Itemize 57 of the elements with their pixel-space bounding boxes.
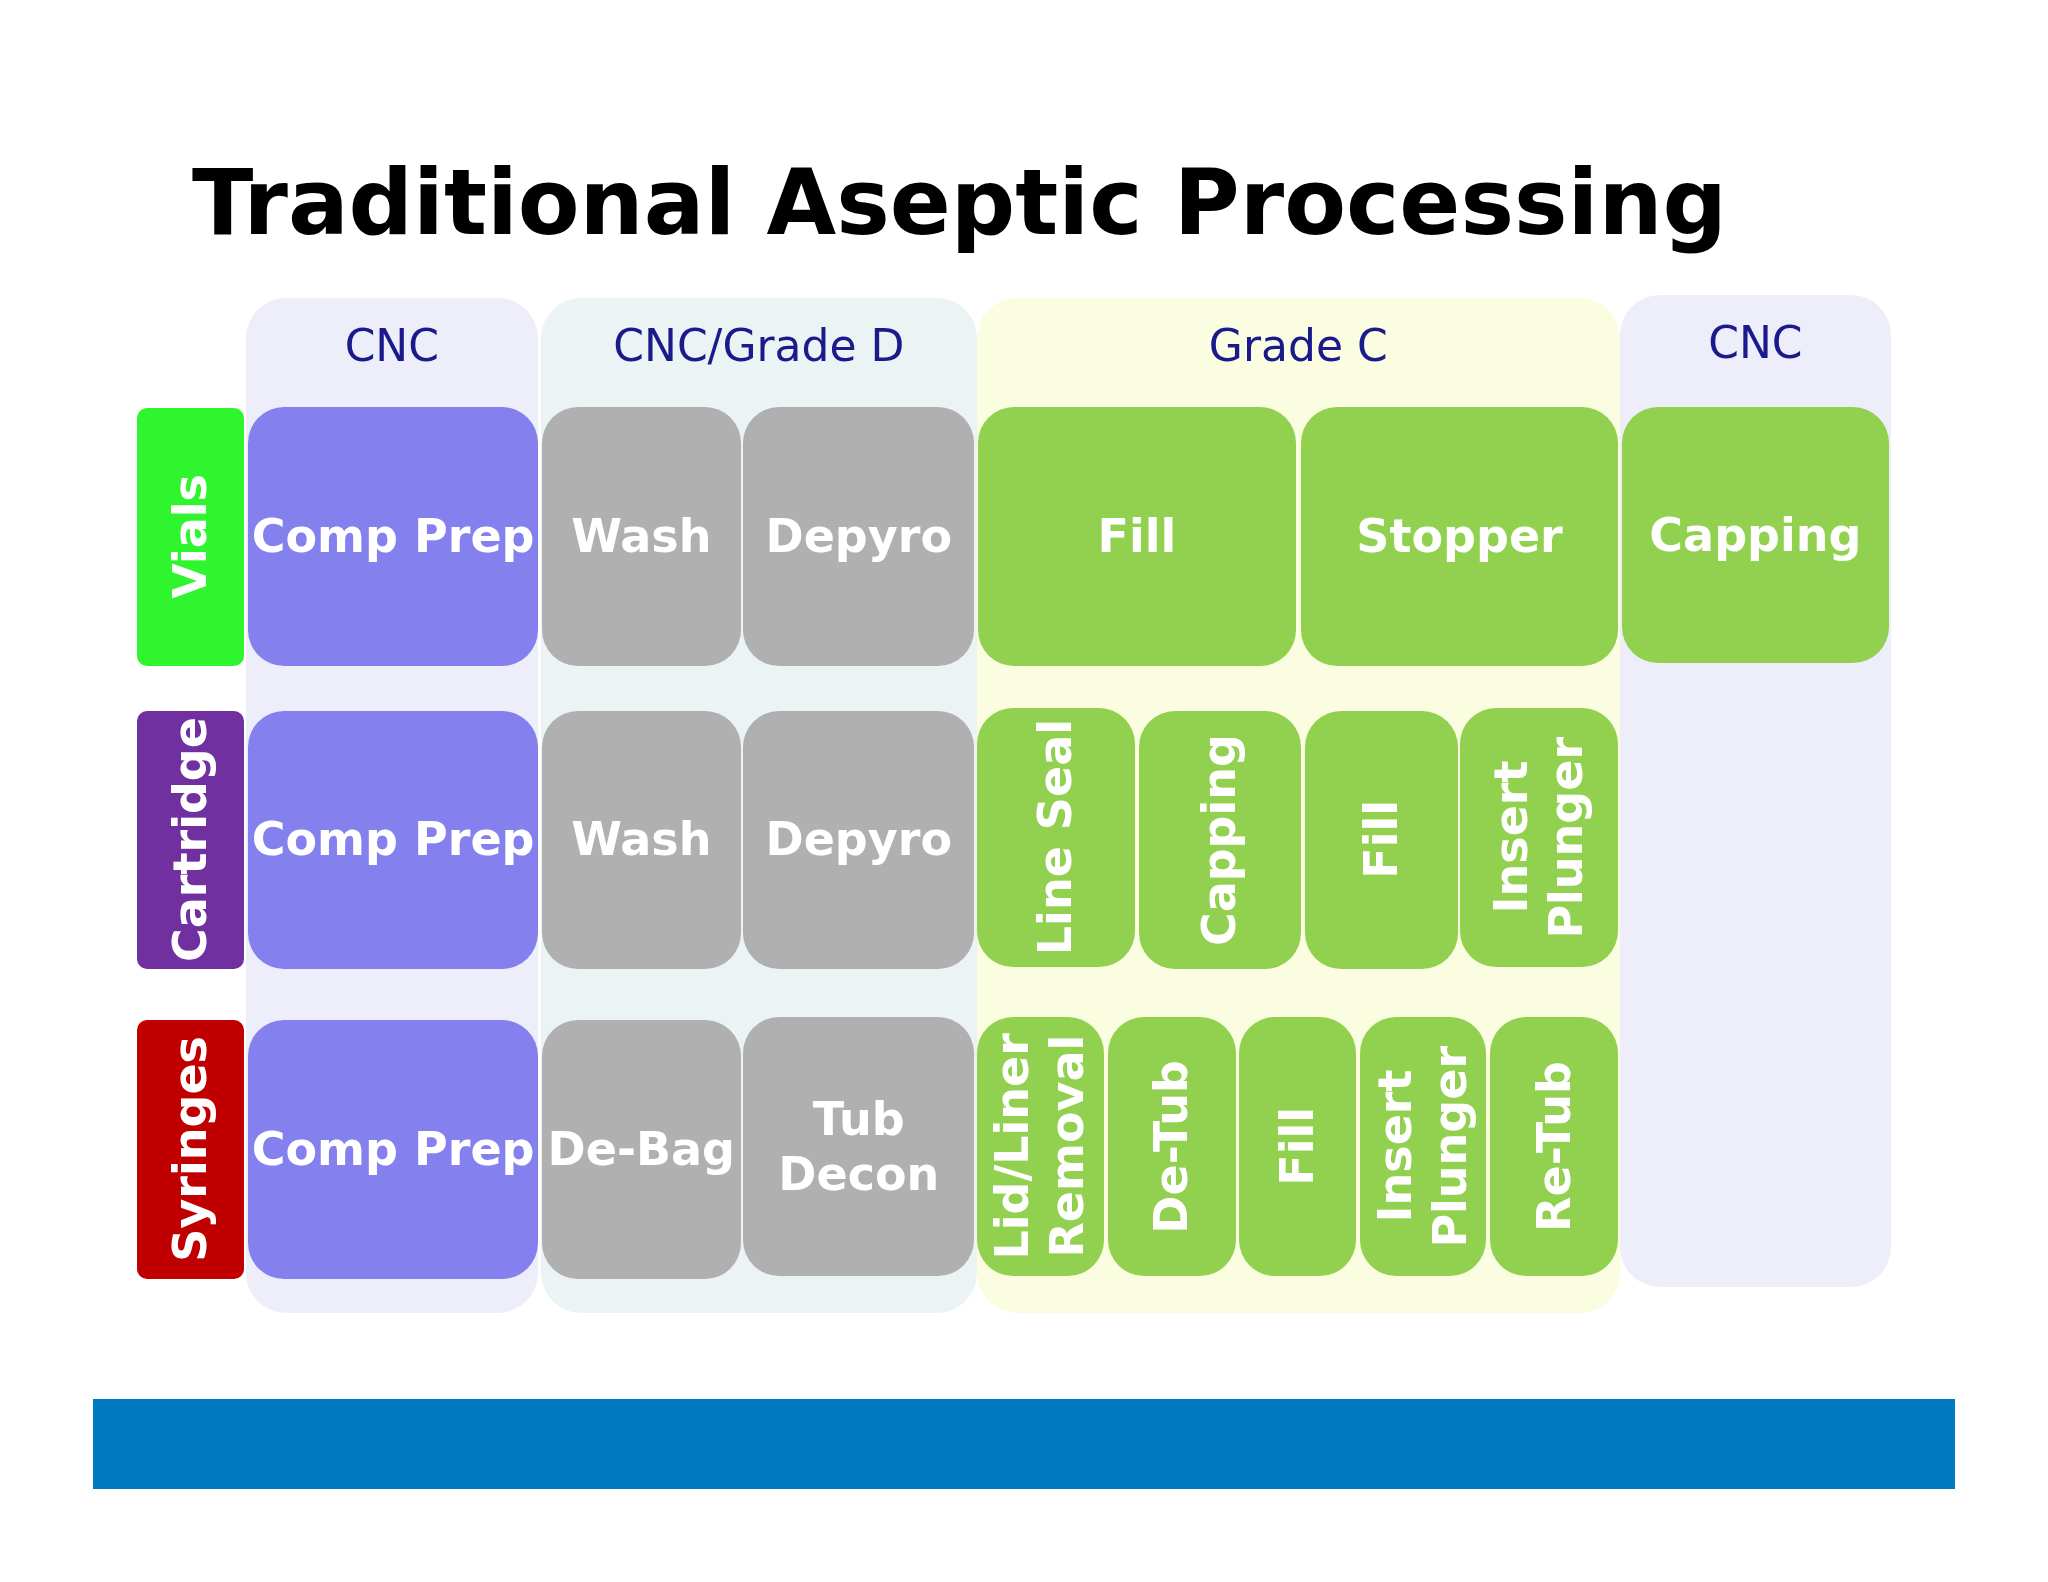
process-box xyxy=(1622,407,1889,664)
step-label: Tub Decon xyxy=(777,1091,941,1202)
process-box xyxy=(976,707,1135,967)
process-box xyxy=(743,407,975,667)
step-label: Capping xyxy=(1649,507,1862,564)
zone-heading: Grade C xyxy=(1207,319,1389,371)
step-label: Insert Plunger xyxy=(1484,735,1595,941)
process-box xyxy=(1107,1017,1236,1277)
process-box xyxy=(1300,407,1619,667)
step-label: Wash xyxy=(571,812,712,868)
row-label xyxy=(137,407,245,667)
process-box xyxy=(1304,710,1458,970)
process-box xyxy=(1239,1017,1356,1277)
step-label: Re-Tub xyxy=(1526,1061,1582,1233)
step-label: De-Tub xyxy=(1144,1059,1199,1234)
step-label: Depyro xyxy=(765,509,953,565)
row-label-text: Vials xyxy=(163,474,219,600)
step-label: De-Bag xyxy=(547,1121,736,1177)
step-label: Lid/Liner Removal xyxy=(985,1032,1096,1263)
row-label-text: Cartridge xyxy=(163,717,219,963)
process-box xyxy=(248,1020,539,1279)
process-box xyxy=(542,1020,741,1279)
step-label: Fill xyxy=(1353,800,1409,880)
process-box xyxy=(1490,1017,1619,1277)
process-box xyxy=(1359,1017,1487,1277)
zone-panel xyxy=(1619,295,1892,1287)
process-box xyxy=(1138,710,1301,970)
process-box xyxy=(976,1017,1104,1277)
step-label: Insert Plunger xyxy=(1367,1044,1478,1250)
step-label: Line Seal xyxy=(1028,719,1084,956)
process-box xyxy=(542,710,741,970)
zone-heading: CNC xyxy=(343,319,440,371)
process-box xyxy=(1460,707,1619,967)
zone-panel xyxy=(540,297,977,1313)
step-label: Comp Prep xyxy=(251,1121,535,1177)
zone-heading: CNC/Grade D xyxy=(612,319,906,371)
step-label: Stopper xyxy=(1356,509,1563,565)
process-box xyxy=(743,1017,975,1277)
zone-panel xyxy=(245,297,539,1313)
step-label: Comp Prep xyxy=(251,812,535,868)
process-box xyxy=(542,407,741,667)
step-label: Fill xyxy=(1097,509,1177,565)
step-label: Comp Prep xyxy=(251,509,535,565)
row-label xyxy=(137,1020,245,1279)
process-box xyxy=(743,710,975,970)
zone-panel xyxy=(976,297,1620,1313)
row-label xyxy=(137,710,245,970)
process-box xyxy=(248,407,539,667)
step-label: Capping xyxy=(1192,733,1248,946)
process-box xyxy=(978,407,1296,667)
title: Traditional Aseptic Processing xyxy=(192,150,1727,255)
step-label: Fill xyxy=(1270,1107,1325,1187)
step-label: Depyro xyxy=(765,812,953,868)
row-label-text: Syringes xyxy=(163,1036,219,1263)
zone-heading: CNC xyxy=(1707,317,1804,369)
process-box xyxy=(248,710,539,970)
step-label: Wash xyxy=(571,509,712,565)
